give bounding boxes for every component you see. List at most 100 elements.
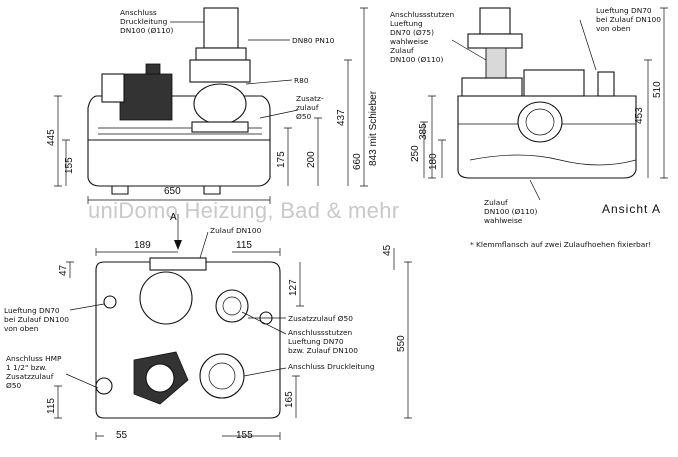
- label-line: DN70 (Ø75): [390, 28, 434, 37]
- side-inlet-inner: [525, 108, 555, 136]
- front-flange-bottom: [191, 121, 249, 133]
- front-feet: [111, 186, 221, 195]
- front-motor-box: [145, 63, 161, 75]
- dim-445: [54, 95, 62, 187]
- front-tank-base: [87, 139, 271, 187]
- side-housing: [523, 69, 585, 97]
- dim-175-text: 175: [276, 151, 287, 168]
- label-line: Zulauf: [390, 46, 414, 55]
- plan-discharge-outer: [199, 353, 245, 399]
- dim-250-text: 250: [410, 145, 421, 162]
- side-view: [420, 7, 668, 201]
- plan-discharge-inner: [208, 362, 236, 390]
- dim-127-text: 127: [288, 279, 299, 296]
- label-anschlussstutzen-side: Anschlussstutzen Lueftung DN70 (Ø75) wah…: [390, 10, 454, 64]
- label-zusatzzulauf: Zusatz- zulauf Ø50: [296, 94, 324, 121]
- label-line: bei Zulauf DN100: [4, 315, 69, 324]
- front-flange-top: [195, 47, 247, 61]
- dim-437-text: 437: [336, 109, 347, 126]
- plan-vent-inner: [222, 296, 242, 316]
- dim-175: [284, 127, 292, 186]
- label-line: Ø50: [6, 381, 22, 390]
- dim-180-text: 180: [428, 153, 439, 170]
- label-lueftung-plan: Lueftung DN70 bei Zulauf DN100 von oben: [4, 306, 69, 333]
- front-valve: [189, 59, 251, 83]
- label-hmp-plan: Anschluss HMP 1 1/2" bzw. Zusatzzulauf Ø…: [6, 354, 62, 390]
- label-dn80: DN80 PN10: [292, 36, 335, 45]
- watermark: uniDomo Heizung, Bad & mehr: [88, 198, 400, 223]
- dim-650: [87, 196, 271, 204]
- side-flange: [467, 33, 523, 49]
- label-zulauf-side: Zulauf DN100 (Ø110) wahlweise: [484, 198, 537, 225]
- label-anschlussstutzen-plan: Anschlussstutzen Lueftung DN70 bzw. Zula…: [288, 328, 358, 355]
- view-a-label: Ansicht A: [602, 202, 662, 216]
- dim-453-text: 453: [634, 107, 645, 124]
- dim-189-text: 189: [134, 240, 151, 251]
- label-line: DN100 (Ø110): [484, 207, 538, 216]
- plan-vent-outer: [215, 289, 249, 323]
- dim-550: [404, 261, 412, 419]
- label-druckleitung-plan: Anschluss Druckleitung: [288, 362, 375, 371]
- dim-155-bottom: [222, 432, 281, 440]
- label-line: Anschlussstutzen: [288, 328, 353, 337]
- front-motor: [119, 73, 173, 121]
- dim-510: [660, 7, 668, 179]
- label-line: Anschluss HMP: [6, 354, 62, 363]
- label-line: Lueftung: [390, 19, 423, 28]
- label-line: Anschlussstutzen: [390, 10, 455, 19]
- side-tank: [457, 95, 637, 179]
- label-line: Ø50: [296, 112, 312, 121]
- label-line: bei Zulauf DN100: [596, 15, 661, 24]
- side-vent-stub: [597, 71, 615, 97]
- side-inlet-circle: [517, 101, 563, 143]
- label-zusatzzulauf-plan: Zusatzzulauf Ø50: [288, 314, 353, 323]
- dim-155-bottom-text: 155: [236, 430, 253, 441]
- dim-510-text: 510: [652, 81, 663, 98]
- dim-437: [344, 59, 352, 186]
- note-klemmflansch: * Klemmflansch auf zwei Zulaufhoehen fix…: [470, 240, 652, 249]
- plan-leaders: [65, 231, 287, 389]
- plan-left-vent: [103, 295, 117, 309]
- label-line: Lueftung DN70: [596, 6, 652, 15]
- plan-inlet-flange: [149, 257, 207, 271]
- front-leaders: [170, 21, 299, 119]
- dim-165-text: 165: [284, 391, 295, 408]
- plan-arrow-a-label: A: [170, 212, 177, 223]
- label-lueftung-side: Lueftung DN70 bei Zulauf DN100 von oben: [596, 6, 661, 33]
- label-line: 1 1/2" bzw.: [6, 363, 47, 372]
- label-line: zulauf: [296, 103, 319, 112]
- label-line: Lueftung DN70: [4, 306, 60, 315]
- dim-385-text: 385: [418, 123, 429, 140]
- label-line: Druckleitung: [120, 17, 168, 26]
- dim-115-top-text: 115: [236, 240, 252, 251]
- side-pipe-top: [479, 7, 511, 35]
- dim-660-text: 660: [352, 153, 363, 170]
- label-line: Anschluss: [120, 8, 157, 17]
- label-line: Zusatz-: [296, 94, 324, 103]
- label-line: Zusatzzulauf: [6, 372, 54, 381]
- label-line: DN100 (Ø110): [120, 26, 174, 35]
- label-line: Zulauf: [484, 198, 508, 207]
- dim-47-text: 47: [58, 264, 69, 276]
- front-tank-upper: [87, 95, 271, 141]
- dim-550-text: 550: [396, 335, 407, 352]
- label-line: von oben: [596, 24, 631, 33]
- dim-385: [428, 95, 436, 179]
- dim-115-left-text: 115: [46, 398, 57, 414]
- dim-127: [296, 262, 304, 307]
- label-line: bzw. Zulauf DN100: [288, 346, 358, 355]
- dim-843-text: 843 mit Schieber: [368, 90, 379, 166]
- dim-250: [420, 121, 428, 178]
- plan-motor-hub: [145, 363, 175, 393]
- dim-45-text: 45: [382, 244, 393, 256]
- dim-660: [360, 7, 368, 187]
- label-zulauf-plan: Zulauf DN100: [210, 226, 262, 235]
- front-outlet-pipe: [203, 7, 239, 49]
- dim-47: [66, 261, 74, 278]
- dim-189: [95, 248, 178, 256]
- plan-outline: [95, 261, 281, 419]
- plan-cover-circle: [139, 271, 193, 325]
- dim-445-text: 445: [46, 129, 57, 146]
